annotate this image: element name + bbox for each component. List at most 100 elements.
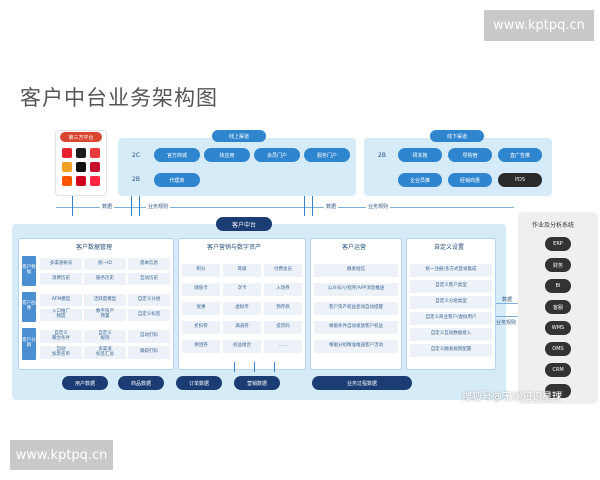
flow-arrow	[312, 196, 313, 216]
offline-item: 经销商惠	[448, 173, 492, 187]
marketing-cell: 拼团券	[182, 340, 220, 353]
customer-data-cell: 自定义标签	[128, 309, 170, 321]
marketing-cell: 入场券	[264, 283, 302, 296]
flow-left-data: 数据	[100, 203, 115, 210]
online-row-2c: 2C	[132, 152, 141, 159]
tmall-icon	[62, 148, 72, 158]
flow-arrow	[139, 196, 140, 216]
custom-settings-cell: 自定义互动数据接入	[410, 328, 492, 341]
online-item: 服务门户	[304, 148, 350, 162]
online-channel-title: 线上渠道	[212, 130, 266, 142]
side-flow-rules: 业务规则	[496, 320, 517, 326]
marketing-cell: 折扣券	[182, 321, 220, 334]
marketing-cell: 满减券	[223, 321, 261, 334]
customer-data-cell: 多渠道 标签汇总	[84, 346, 126, 359]
tiktok-icon	[76, 162, 86, 172]
bottom-data-item: 商品数据	[118, 376, 164, 390]
custom-settings-cell: 自定义客户类型	[410, 280, 492, 293]
system-item: 财务	[545, 258, 571, 272]
offline-item: 导购宿	[448, 148, 492, 162]
customer-data-cell: 自定义分组	[128, 294, 170, 306]
bottom-data-item: 用户数据	[62, 376, 108, 390]
customer-data-cell: AFM模型	[40, 294, 82, 306]
marketing-cell: 虚拟币	[223, 302, 261, 315]
pinduoduo-icon	[90, 148, 100, 158]
sohu-watermark: 搜狐号@无忧知识星球	[462, 392, 562, 403]
watermark-bottom: www.kptpq.cn	[10, 440, 113, 470]
customer-data-cell: 服务历史	[84, 273, 126, 285]
system-item: 客服	[545, 300, 571, 314]
customer-data-cell: 自动 加黑名单	[40, 346, 82, 359]
customer-data-cell: 自定义 聚合条件	[40, 330, 82, 343]
offline-item: PDS	[498, 173, 542, 187]
customer-data-cell: 跟踪打标	[128, 346, 170, 359]
online-item: 会员门户	[254, 148, 300, 162]
up-arrow	[234, 362, 235, 372]
system-item: BI	[545, 279, 571, 293]
third-party-panel: 第三方平台	[55, 130, 107, 196]
system-item: WMS	[545, 321, 571, 335]
online-item: 快应用	[204, 148, 250, 162]
operation-cell: 客户资产权益变动自动提醒	[314, 302, 398, 315]
analysis-system-title: 作业及分析系统	[532, 222, 575, 229]
analysis-system-panel: 作业及分析系统 ERP 财务 BI 客服 WMS OMS CRM ……	[518, 212, 598, 404]
third-party-label: 第三方平台	[60, 132, 102, 142]
customer-center-title: 客户中台	[216, 217, 272, 231]
offline-channel-title: 线下渠道	[430, 130, 484, 142]
custom-settings-title: 自定义设置	[434, 244, 465, 251]
customer-data-cell: 多渠道帐号	[40, 258, 82, 270]
customer-data-side: 客户数据	[22, 256, 36, 286]
system-item: ERP	[545, 237, 571, 251]
custom-settings-cell: 统一注册/多方式登录集成	[410, 264, 492, 277]
system-item: OMS	[545, 342, 571, 356]
online-row-2b: 2B	[132, 176, 140, 183]
marketing-cell: 付费会员	[264, 264, 302, 277]
watermark-top: www.kptpq.cn	[484, 10, 594, 41]
customer-data-cell: 自定义 规则	[84, 330, 126, 343]
flow-arrow	[131, 196, 132, 216]
flow-arrow	[304, 196, 305, 216]
customer-data-title: 客户数据管理	[76, 244, 113, 251]
side-flow-line	[496, 303, 520, 304]
douyin-icon	[76, 148, 86, 158]
flow-right-rules: 业务规则	[366, 203, 391, 210]
customer-data-cell: 活跃度模型	[84, 294, 126, 306]
custom-settings-cell: 自定义商业客户/虚拟用户	[410, 312, 492, 325]
customer-data-cell: 互动历史	[128, 273, 170, 285]
jd-icon	[62, 162, 72, 172]
marketing-cell: 权益组合	[223, 340, 261, 353]
customer-data-cell: 消费历史	[40, 273, 82, 285]
marketing-cell: 优惠	[182, 302, 220, 315]
customer-data-cell: 数字资产 预置	[84, 309, 126, 321]
diagram-title: 客户中台业务架构图	[20, 86, 218, 110]
customer-data-side: 客户分群	[22, 328, 36, 360]
marketing-cell: 次卡	[223, 283, 261, 296]
customer-data-cell: 基本信息	[128, 258, 170, 270]
side-flow-line	[496, 316, 520, 317]
marketing-title: 客户营销与数字资产	[207, 244, 262, 251]
xiaohongshu-icon	[90, 176, 100, 186]
offline-channel-panel: 2B 研本拖 导购宿 直广告推 企业员推 经销商惠 PDS	[364, 138, 552, 196]
marketing-cell: ……	[264, 340, 302, 353]
custom-settings-cell: 自定义触发规则配置	[410, 344, 492, 357]
customer-data-cell: 自动打标	[128, 330, 170, 343]
online-item: 官方商城	[154, 148, 200, 162]
system-item: CRM	[545, 363, 571, 377]
operation-cell: 群发短信	[314, 264, 398, 277]
offline-item: 直广告推	[498, 148, 542, 162]
flow-right-data: 数据	[324, 203, 339, 210]
offline-row-2b: 2B	[378, 152, 386, 159]
vipshop-icon	[76, 176, 86, 186]
marketing-cell: 预存款	[264, 302, 302, 315]
system-item: ……	[545, 384, 571, 398]
online-channel-panel: 2C 2B 官方商城 快应用 会员门户 服务门户 代理商	[118, 138, 356, 196]
bottom-data-item: 营销数据	[234, 376, 280, 390]
marketing-cell: 储值卡	[182, 283, 220, 296]
bottom-data-item: 订单数据	[176, 376, 222, 390]
flow-line	[56, 207, 514, 208]
marketing-cell: 提货码	[264, 321, 302, 334]
flow-arrow	[72, 196, 73, 216]
marketing-cell: 等级	[223, 264, 261, 277]
customer-data-cell: 入口推广 频度	[40, 309, 82, 321]
